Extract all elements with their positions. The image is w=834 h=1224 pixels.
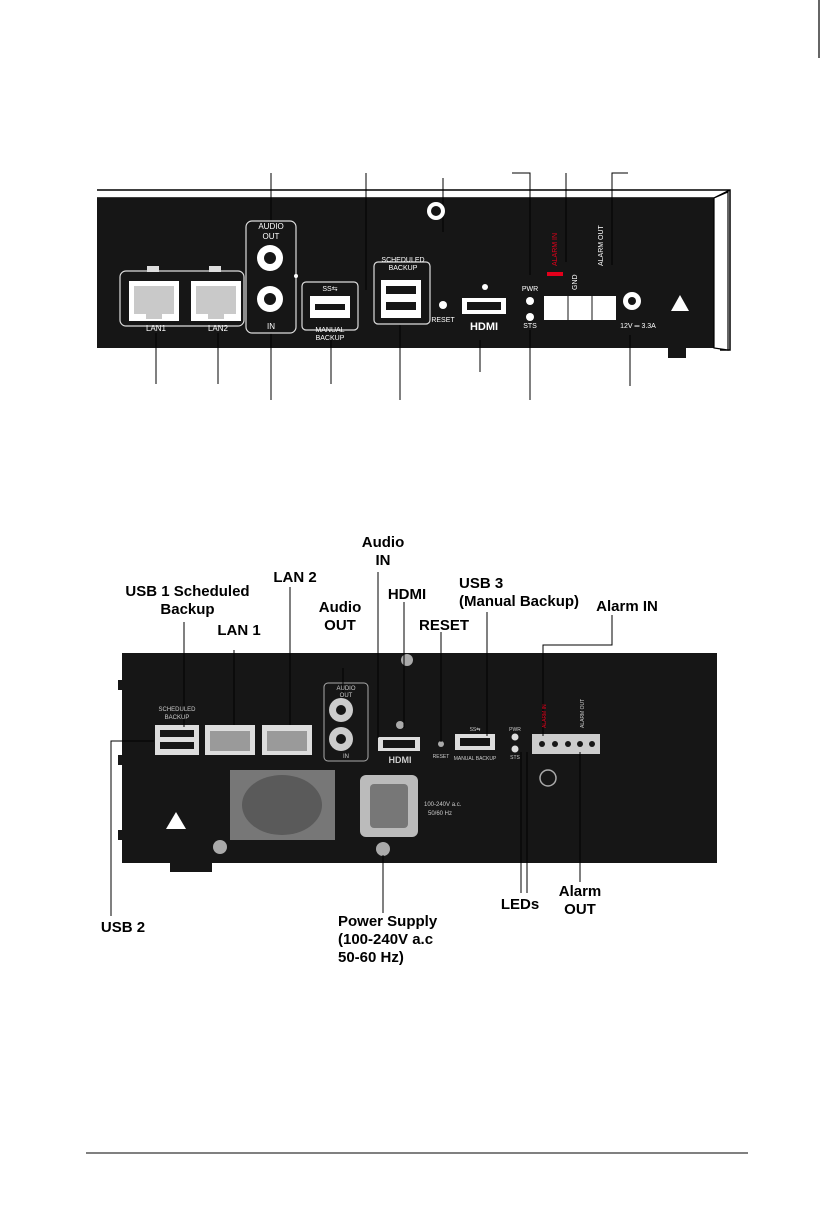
bp-pwr: PWR — [509, 727, 521, 733]
usb1-line2: Backup — [160, 601, 215, 618]
alarm-out-line1: Alarm — [558, 883, 602, 900]
lan1-port — [129, 281, 179, 321]
label-hdmi-bottom: HDMI — [387, 586, 427, 603]
label-in: IN — [267, 322, 275, 331]
callout-lines-top — [155, 172, 631, 400]
label-gnd: GND — [572, 274, 579, 290]
label-alarm-in: ALARM IN — [552, 233, 559, 266]
label-audio-in: Audio IN — [358, 534, 408, 570]
label-pwr: PWR — [522, 286, 538, 293]
top-rear-panel-diagram: AUDIO OUT IN LAN1 LAN2 SS⇆ MANUAL BACKUP… — [97, 172, 731, 400]
audio-in-line2: IN — [375, 552, 391, 569]
label-com: COM — [597, 302, 603, 316]
bp-usb: SS⇆ — [470, 727, 481, 733]
usb1-port — [381, 280, 421, 318]
bp-alarm-out: ALARM OUT — [580, 699, 586, 728]
label-lan1-bottom: LAN 1 — [217, 622, 261, 639]
usb3-line2: (Manual Backup) — [459, 593, 580, 610]
label-backup: BACKUP — [316, 335, 345, 342]
alarm-out-line2: OUT — [564, 901, 596, 918]
label-lan2: LAN2 — [208, 324, 229, 333]
audio-in-line1: Audio — [361, 534, 405, 551]
label-scheduled-backup: BACKUP — [389, 265, 418, 272]
label-power-supply: Power Supply (100-240V a.c 50-60 Hz) — [338, 913, 437, 967]
usb1-line1: USB 1 Scheduled — [125, 583, 250, 600]
label-audio: AUDIO — [258, 222, 283, 231]
label-reset: RESET — [431, 317, 455, 324]
label-power-rating: 12V ═ 3.3A — [620, 323, 656, 330]
label-alarm-out-bottom: Alarm OUT — [555, 883, 605, 919]
bp-rating-1: 100-240V a.c. — [424, 802, 462, 808]
label-usb3: USB 3 (Manual Backup) — [459, 575, 579, 611]
pwr-led — [526, 297, 534, 305]
bp-rating-2: 50/60 Hz — [428, 811, 452, 817]
audio-out-line2: OUT — [324, 617, 356, 634]
esd-warning-icon — [671, 295, 689, 311]
bp-audio: AUDIO — [336, 686, 355, 692]
bp-out: OUT — [340, 693, 353, 699]
label-alarm-out: ALARM OUT — [598, 224, 605, 266]
label-sts: STS — [523, 323, 537, 330]
label-manual: MANUAL — [315, 327, 344, 334]
label-lan2-bottom: LAN 2 — [273, 569, 317, 586]
bp-backup: BACKUP — [165, 715, 190, 721]
sts-led — [526, 313, 534, 321]
power-line1: Power Supply — [338, 913, 438, 930]
alarm-terminal — [544, 296, 616, 320]
label-leds: LEDs — [500, 896, 540, 913]
label-nc: NC — [607, 304, 613, 313]
bp-sts: STS — [510, 755, 520, 761]
label-usb1: USB 1 Scheduled Backup — [120, 583, 255, 619]
power-line3: 50-60 Hz) — [338, 949, 404, 966]
label-usb2: USB 2 — [100, 919, 146, 936]
bp-scheduled: SCHEDULED — [158, 707, 196, 713]
network-icons — [147, 266, 221, 272]
label-reset-bottom: RESET — [418, 617, 469, 634]
bp-reset: RESET — [433, 754, 450, 760]
reset-button — [439, 301, 447, 309]
usb3-line1: USB 3 — [459, 575, 504, 592]
label-alarm-in-bottom: Alarm IN — [596, 598, 658, 615]
label-scheduled: SCHEDULED — [381, 257, 424, 264]
bottom-panel-body — [122, 653, 717, 863]
bp-in: IN — [343, 754, 349, 760]
power-line2: (100-240V a.c — [338, 931, 434, 948]
label-out: OUT — [263, 232, 280, 241]
bp-manual-backup: MANUAL BACKUP — [454, 756, 497, 762]
lan2-port — [191, 281, 241, 321]
label-no: NO — [579, 303, 585, 312]
audio-out-line1: Audio — [318, 599, 362, 616]
label-lan1: LAN1 — [146, 324, 167, 333]
label-audio-out: Audio OUT — [313, 599, 367, 635]
label-usb: SS⇆ — [322, 286, 337, 293]
bp-hdmi: HDMI — [389, 755, 412, 765]
label-hdmi: HDMI — [470, 321, 498, 333]
bp-alarm-in: ALARM IN — [542, 704, 548, 728]
